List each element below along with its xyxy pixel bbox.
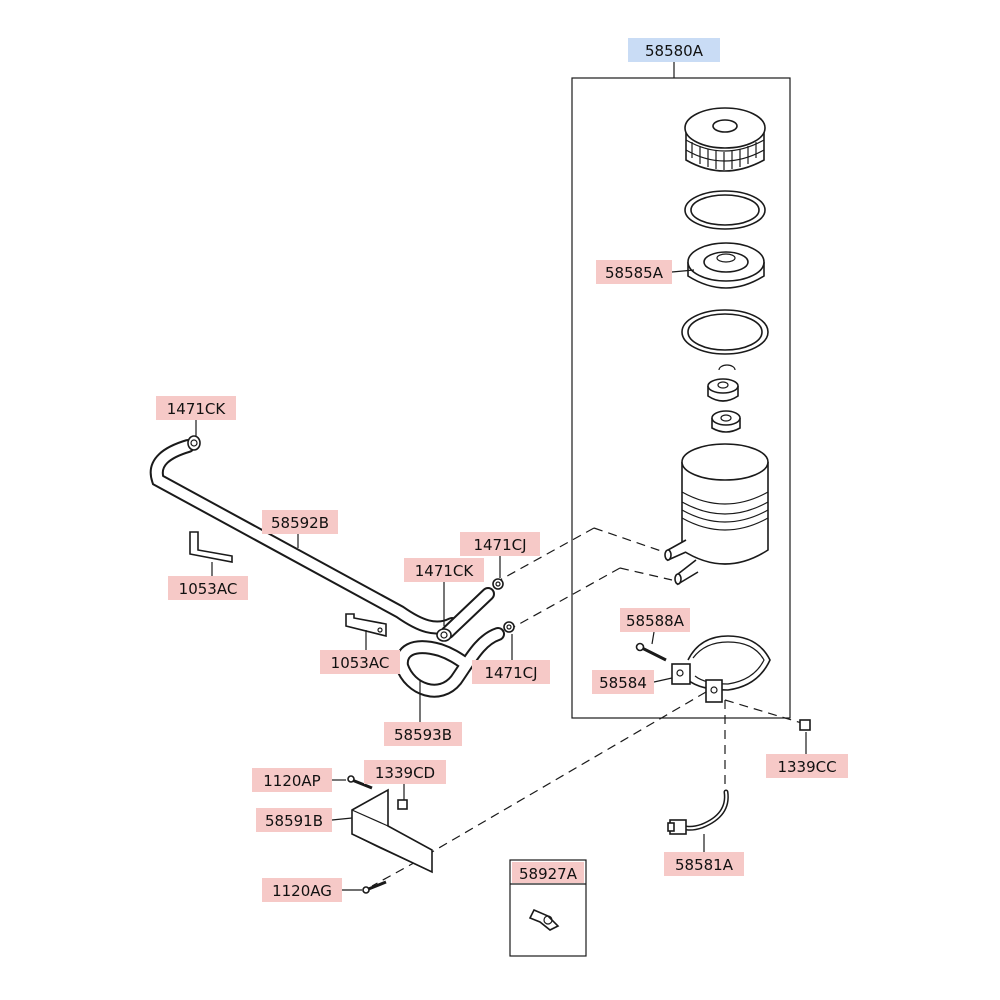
reservoir-cap xyxy=(684,107,766,172)
label-1339CC: 1339CC xyxy=(766,754,848,778)
upper-short-hose xyxy=(436,578,504,642)
label-1120AP: 1120AP xyxy=(252,768,332,792)
gasket-ring-upper xyxy=(684,190,766,230)
bracket-left xyxy=(189,531,233,563)
label-1120AG: 1120AG xyxy=(262,878,342,902)
svg-text:58927A: 58927A xyxy=(519,865,578,883)
filter-element xyxy=(707,378,739,402)
svg-text:58584: 58584 xyxy=(599,674,647,692)
svg-text:1053AC: 1053AC xyxy=(331,654,390,672)
label-58581A: 58581A xyxy=(664,852,744,876)
filter-cap xyxy=(687,242,765,289)
label-1053AC-mid: 1053AC xyxy=(320,650,400,674)
svg-text:1471CK: 1471CK xyxy=(167,400,227,418)
label-1053AC-left: 1053AC xyxy=(168,576,248,600)
label-58593B: 58593B xyxy=(384,722,462,746)
bolt-1120AG xyxy=(362,880,387,894)
label-1471CK-mid: 1471CK xyxy=(404,558,484,582)
svg-text:58580A: 58580A xyxy=(645,42,704,60)
assembly-frame xyxy=(571,77,791,719)
label-58588A: 58588A xyxy=(620,608,690,632)
svg-text:1120AG: 1120AG xyxy=(272,882,332,900)
label-assembly: 58580A xyxy=(628,38,720,62)
mounting-band xyxy=(671,635,771,703)
svg-text:58588A: 58588A xyxy=(626,612,685,630)
svg-text:58591B: 58591B xyxy=(265,812,323,830)
label-58927A: 58927A xyxy=(512,862,584,883)
svg-text:1053AC: 1053AC xyxy=(179,580,238,598)
label-1471CJ-mid: 1471CJ xyxy=(472,660,550,684)
label-58585A: 58585A xyxy=(596,260,672,284)
mount-bracket xyxy=(351,788,433,874)
bolt-1120AP xyxy=(347,775,373,790)
snap-ring xyxy=(718,364,736,371)
label-1471CK-top: 1471CK xyxy=(156,396,236,420)
svg-text:58581A: 58581A xyxy=(675,856,734,874)
svg-text:1471CJ: 1471CJ xyxy=(473,536,526,554)
label-58592B: 58592B xyxy=(262,510,338,534)
svg-text:58592B: 58592B xyxy=(271,514,329,532)
connector-box xyxy=(509,859,587,957)
bracket-mid xyxy=(345,613,387,638)
level-sensor xyxy=(667,789,729,835)
label-1471CJ-top: 1471CJ xyxy=(460,532,540,556)
reservoir-body xyxy=(664,443,769,586)
svg-text:1471CJ: 1471CJ xyxy=(484,664,537,682)
svg-text:1120AP: 1120AP xyxy=(263,772,320,790)
svg-text:1339CD: 1339CD xyxy=(375,764,435,782)
band-bolt xyxy=(635,642,667,662)
svg-text:1339CC: 1339CC xyxy=(777,758,836,776)
supply-hose xyxy=(394,621,515,698)
label-1339CD: 1339CD xyxy=(364,760,446,784)
leader-lines xyxy=(195,269,807,891)
svg-text:1471CK: 1471CK xyxy=(415,562,475,580)
nut-1339CC xyxy=(799,719,811,731)
nut-1339CD xyxy=(397,799,408,810)
label-58591B: 58591B xyxy=(256,808,332,832)
return-hose xyxy=(149,435,459,635)
label-58584: 58584 xyxy=(592,670,654,694)
gasket-ring-lower xyxy=(681,309,769,355)
svg-text:58593B: 58593B xyxy=(394,726,452,744)
svg-text:58585A: 58585A xyxy=(605,264,664,282)
spring-seat xyxy=(711,410,741,433)
